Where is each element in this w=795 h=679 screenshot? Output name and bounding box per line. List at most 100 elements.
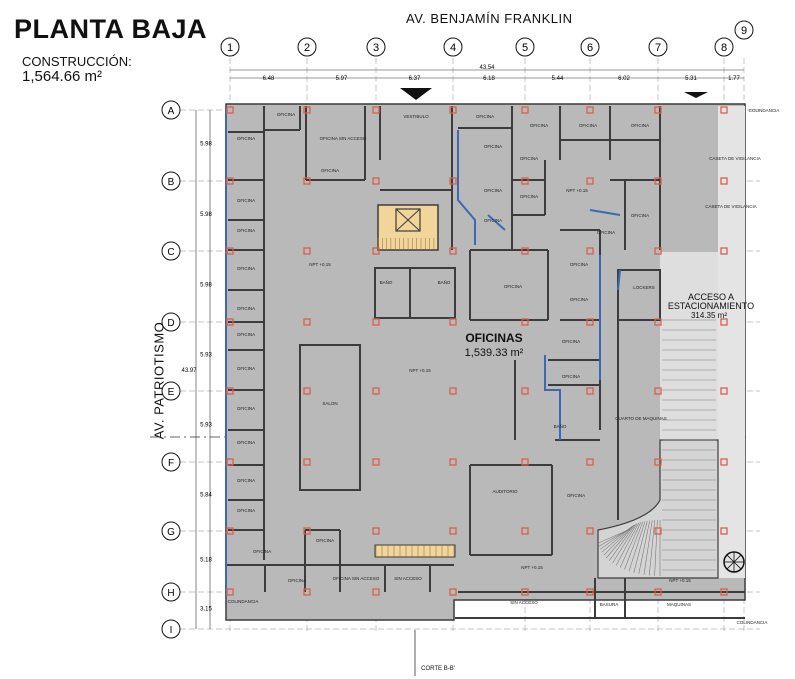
structural-column <box>654 177 662 185</box>
structural-column <box>449 106 457 114</box>
room-label: OFICINA SIN ACCESO <box>320 136 367 141</box>
structural-column <box>720 318 728 326</box>
ramp-hatch <box>598 319 716 576</box>
structural-column <box>372 527 380 535</box>
room-label: OFICINA <box>316 538 334 543</box>
room-label: OFICINA <box>631 213 649 218</box>
grid-bubble-col <box>648 37 668 57</box>
grid-bubble-row <box>161 582 181 602</box>
structural-column <box>521 458 529 466</box>
structural-column <box>449 247 457 255</box>
grid-bubble-row-label: C <box>167 247 174 258</box>
grid-bubble-row <box>161 452 181 472</box>
structural-column <box>303 588 311 596</box>
grid-bubble-row <box>161 312 181 332</box>
room-label: NPT +0.15 <box>566 188 588 193</box>
room-label: SIN ACCESO <box>510 600 538 605</box>
room-label: OFICINA <box>484 144 502 149</box>
grid-bubble-row-label: B <box>168 177 175 188</box>
room-label: SALON <box>322 401 337 406</box>
dim-total-height: 43.97 <box>181 368 197 374</box>
room-label: NPT +0.15 <box>521 565 543 570</box>
room-label: OFICINA <box>237 266 255 271</box>
elevator <box>395 208 421 232</box>
structural-column <box>449 588 457 596</box>
ramp-line <box>633 520 648 573</box>
structural-column <box>654 527 662 535</box>
grid-bubble-col <box>734 20 754 40</box>
room-label: BASURA <box>600 602 619 607</box>
room-label: OFICINA <box>321 168 339 173</box>
dim-row: 5.84 <box>200 493 212 499</box>
structural-column <box>654 458 662 466</box>
structural-column <box>372 458 380 466</box>
structural-column <box>720 106 728 114</box>
structural-column <box>449 318 457 326</box>
entrance-arrow-icon <box>684 92 708 98</box>
walls <box>226 106 745 619</box>
structural-column <box>372 387 380 395</box>
grid-bubble-col-label: 8 <box>721 42 727 54</box>
dim-col: 1.77 <box>728 76 740 82</box>
room-label: OFICINA <box>253 549 271 554</box>
door-spokes <box>724 552 744 572</box>
room-label: OFICINA <box>237 306 255 311</box>
structural-column <box>720 387 728 395</box>
grid-bubble-row <box>161 619 181 639</box>
zone-acceso-area: 314.35 m² <box>691 311 727 320</box>
dim-row: 5.98 <box>200 142 212 148</box>
room-label: OFICINA <box>277 112 295 117</box>
dim-col: 6.18 <box>483 76 495 82</box>
ramp-line <box>608 524 636 561</box>
room-label: COLINDANCIA <box>228 599 259 604</box>
street-top-label: AV. BENJAMÍN FRANKLIN <box>406 11 573 26</box>
ramp-line <box>603 525 634 556</box>
zone-oficinas-label: OFICINAS <box>465 331 522 345</box>
structural-column <box>654 318 662 326</box>
room-label: OFICINA <box>288 578 306 583</box>
ramp-line <box>628 521 646 572</box>
room-label: BAÑO <box>438 279 451 285</box>
grid-bubble-col <box>297 37 317 57</box>
structural-column <box>654 387 662 395</box>
structural-column <box>521 106 529 114</box>
structural-column <box>372 106 380 114</box>
plan-title: PLANTA BAJA <box>14 14 207 44</box>
construction-area: 1,564.66 m² <box>22 68 103 85</box>
room-label: CASETA DE VIGILANCIA <box>709 156 760 161</box>
dim-row: 5.93 <box>200 423 212 429</box>
grid-bubble-col <box>220 37 240 57</box>
structural-column <box>654 588 662 596</box>
room-label: AUDITORIO <box>493 489 518 494</box>
structural-column <box>720 177 728 185</box>
room-label: COLINDANCIA <box>737 620 768 625</box>
dim-col: 5.97 <box>336 76 348 82</box>
room-label: OFICINA <box>562 374 580 379</box>
structural-column <box>226 106 234 114</box>
ramp-line <box>606 524 635 559</box>
room-label: OFICINA <box>237 508 255 513</box>
dim-col: 6.48 <box>263 76 275 82</box>
grid-bubble-row <box>161 381 181 401</box>
room-label: OFICINA <box>237 440 255 445</box>
ramp-line <box>624 521 644 570</box>
room-label: OFICINA <box>484 218 502 223</box>
grid-bubble-row <box>161 100 181 120</box>
structural-column <box>720 588 728 596</box>
structural-column <box>372 318 380 326</box>
structural-column <box>226 527 234 535</box>
door-spoke <box>733 561 742 570</box>
room-label: OFICINA <box>570 262 588 267</box>
ramp-line <box>612 523 638 564</box>
room-label: COLINDANCIA <box>749 108 780 113</box>
ramp-line <box>648 520 656 576</box>
structural-column <box>226 588 234 596</box>
section-cut-label: CORTE B-B' <box>421 666 455 672</box>
ramp-line <box>615 522 640 566</box>
room-label: OFICINA <box>570 297 588 302</box>
dim-row: 3.15 <box>200 607 212 613</box>
room-label: OFICINA <box>520 194 538 199</box>
structural-column <box>449 458 457 466</box>
room-label: BAÑO <box>554 423 567 429</box>
